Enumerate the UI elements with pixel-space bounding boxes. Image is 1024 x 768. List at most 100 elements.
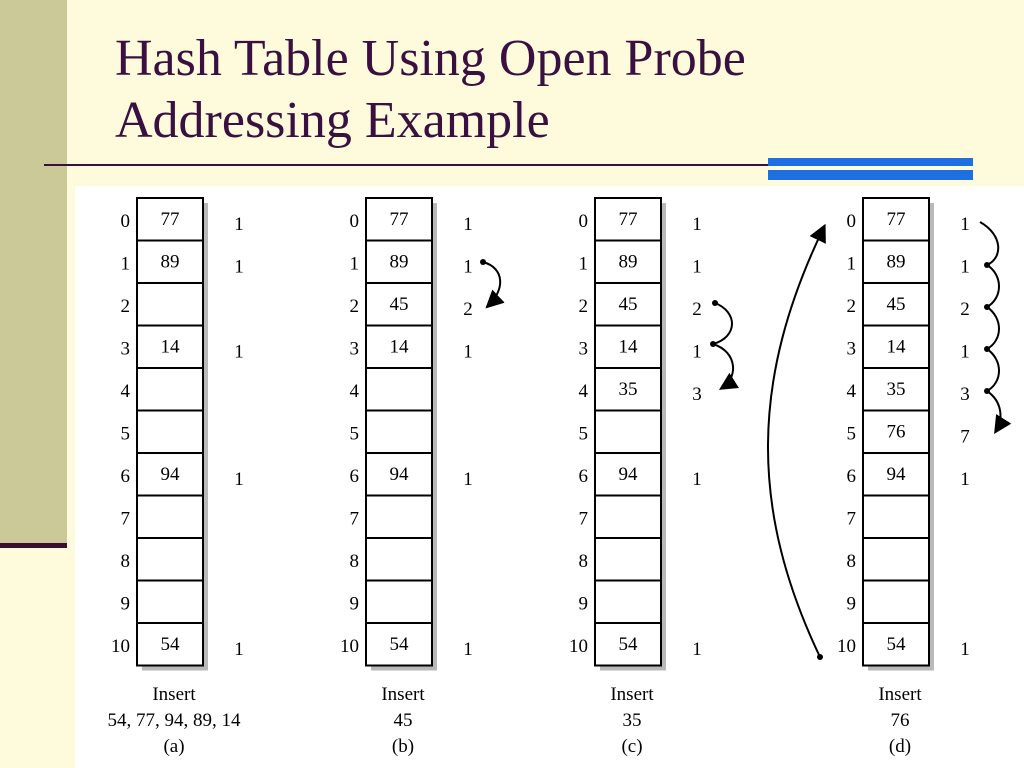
slide-title: Hash Table Using Open Probe Addressing E… <box>115 28 746 152</box>
table-slot <box>862 239 930 284</box>
probe-count: 1 <box>692 214 702 235</box>
slot-value: 54 <box>390 634 410 655</box>
slot-index: 7 <box>350 509 360 530</box>
slot-index: 7 <box>121 509 131 530</box>
table-slot <box>365 494 433 539</box>
slide-title-line-2: Addressing Example <box>115 92 550 149</box>
table-caption-line: (d) <box>889 736 911 757</box>
probe-arrow-b <box>482 261 505 309</box>
probe-arrow-d-3 <box>986 306 1000 350</box>
slot-value: 77 <box>619 209 638 230</box>
slot-value: 89 <box>619 252 638 273</box>
side-accent-line <box>0 543 67 548</box>
probe-arrows <box>480 221 1012 660</box>
slot-index: 2 <box>350 296 360 317</box>
probe-count: 1 <box>692 342 702 363</box>
probe-count: 1 <box>234 257 244 278</box>
table-slot <box>136 409 204 454</box>
slot-index: 2 <box>579 296 589 317</box>
probe-arrow-c-2 <box>712 343 739 390</box>
probe-arrow-d-dot-1 <box>984 262 990 268</box>
slot-index: 5 <box>579 424 589 445</box>
probe-count: 1 <box>234 214 244 235</box>
slot-index: 7 <box>847 509 857 530</box>
table-slot <box>594 622 662 667</box>
slot-index: 9 <box>847 594 857 615</box>
slot-index: 1 <box>121 254 131 275</box>
table-caption-line: 35 <box>623 710 642 731</box>
slot-value: 14 <box>619 337 639 358</box>
probe-count: 1 <box>463 469 473 490</box>
table-slot <box>862 409 930 454</box>
slot-index: 6 <box>579 466 589 487</box>
slot-value: 77 <box>161 209 180 230</box>
table-slot <box>862 537 930 582</box>
slot-value: 14 <box>161 337 181 358</box>
table-slot <box>594 452 662 497</box>
probe-count: 1 <box>960 639 970 660</box>
probe-arrow-d-5 <box>986 390 1012 435</box>
slot-index: 8 <box>121 551 131 572</box>
slot-index: 10 <box>111 636 130 657</box>
table-caption-line: 76 <box>891 710 910 731</box>
table-caption-line: Insert <box>152 684 196 705</box>
table-slot <box>136 282 204 327</box>
table-caption-line: (b) <box>392 736 414 757</box>
probe-arrow-d-dot-3 <box>984 346 990 352</box>
table-slot <box>365 579 433 624</box>
table-slot <box>365 282 433 327</box>
probe-count: 3 <box>692 384 702 405</box>
table-slot <box>862 282 930 327</box>
slot-value: 45 <box>390 294 409 315</box>
probe-count: 1 <box>960 469 970 490</box>
slot-value: 94 <box>390 464 410 485</box>
slot-index: 6 <box>350 466 360 487</box>
probe-arrow-c-1 <box>712 302 733 345</box>
table-slot <box>136 367 204 412</box>
table-slot <box>862 324 930 369</box>
table-slot <box>365 239 433 284</box>
blue-accent-bar <box>768 158 973 180</box>
slot-index: 8 <box>847 551 857 572</box>
probe-arrow-c-dot-2 <box>710 341 716 347</box>
slot-index: 7 <box>579 509 589 530</box>
table-caption-line: (c) <box>621 736 642 757</box>
slot-index: 1 <box>350 254 360 275</box>
slot-index: 0 <box>847 211 857 232</box>
table-slot <box>594 324 662 369</box>
slot-index: 8 <box>579 551 589 572</box>
slot-value: 54 <box>619 634 639 655</box>
probe-arrow-b-dot <box>480 259 486 265</box>
probe-count: 1 <box>234 342 244 363</box>
slot-index: 2 <box>847 296 857 317</box>
table-slot <box>862 452 930 497</box>
probe-arrow-d-dot-2 <box>984 304 990 310</box>
slot-value: 35 <box>619 379 638 400</box>
probe-count: 3 <box>960 384 970 405</box>
slot-value: 14 <box>887 337 907 358</box>
probe-count: 1 <box>463 342 473 363</box>
slot-index: 3 <box>847 339 857 360</box>
table-slot <box>594 367 662 412</box>
slot-index: 1 <box>579 254 589 275</box>
slide-title-line-1: Hash Table Using Open Probe <box>115 30 746 87</box>
title-underline <box>44 164 972 166</box>
table-slot <box>594 537 662 582</box>
slot-index: 0 <box>350 211 360 232</box>
probe-arrow-c-dot-1 <box>712 300 718 306</box>
probe-arrow-d-wrap-dot <box>817 654 823 660</box>
table-slot <box>365 409 433 454</box>
slot-index: 3 <box>121 339 131 360</box>
slot-value: 94 <box>161 464 181 485</box>
slot-value: 89 <box>161 252 180 273</box>
probe-count: 7 <box>960 427 970 448</box>
table-caption-line: 54, 77, 94, 89, 14 <box>108 710 242 731</box>
probe-count: 2 <box>463 299 473 320</box>
slot-value: 94 <box>619 464 639 485</box>
slot-value: 89 <box>390 252 409 273</box>
probe-count: 1 <box>960 214 970 235</box>
table-slot <box>594 239 662 284</box>
